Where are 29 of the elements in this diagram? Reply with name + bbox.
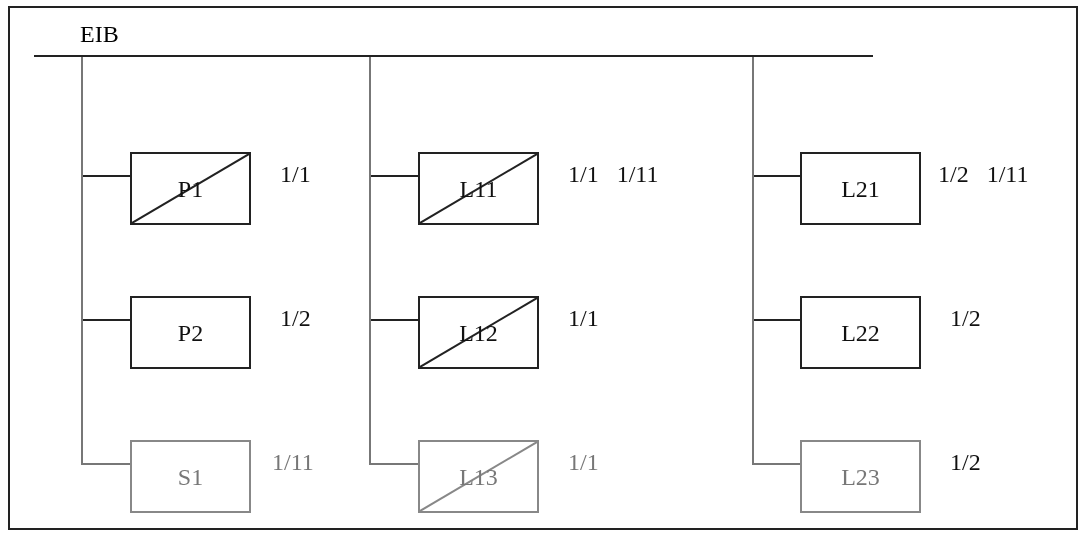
device-box [800, 296, 921, 369]
address-label: 1/2 [280, 304, 311, 332]
crossed-device-box [130, 152, 251, 225]
connector-line [752, 56, 801, 465]
device-label: P2 [176, 318, 205, 347]
device-label: L21 [840, 174, 881, 203]
address-label: 1/1 [568, 448, 599, 476]
device-label: L23 [840, 462, 881, 491]
connector-line [369, 56, 419, 465]
address-label: 1/2 [950, 304, 981, 332]
address-label: 1/2 [938, 160, 969, 188]
device-box [130, 296, 251, 369]
device-box [800, 440, 921, 513]
address-label: 1/2 [950, 448, 981, 476]
address-label: 1/1 [280, 160, 311, 188]
crossed-device-box [418, 152, 539, 225]
crossed-device-box [418, 440, 539, 513]
address-label: 1/11 [986, 160, 1029, 188]
device-label: S1 [176, 462, 205, 491]
connector-line [81, 56, 131, 465]
address-label: 1/1 [568, 160, 599, 188]
bus-label: EIB [80, 20, 119, 48]
address-label: 1/11 [616, 160, 659, 188]
device-box [130, 440, 251, 513]
address-label: 1/1 [568, 304, 599, 332]
device-label: L22 [840, 318, 881, 347]
address-label: 1/11 [272, 448, 314, 476]
crossed-device-box [418, 296, 539, 369]
device-box [800, 152, 921, 225]
